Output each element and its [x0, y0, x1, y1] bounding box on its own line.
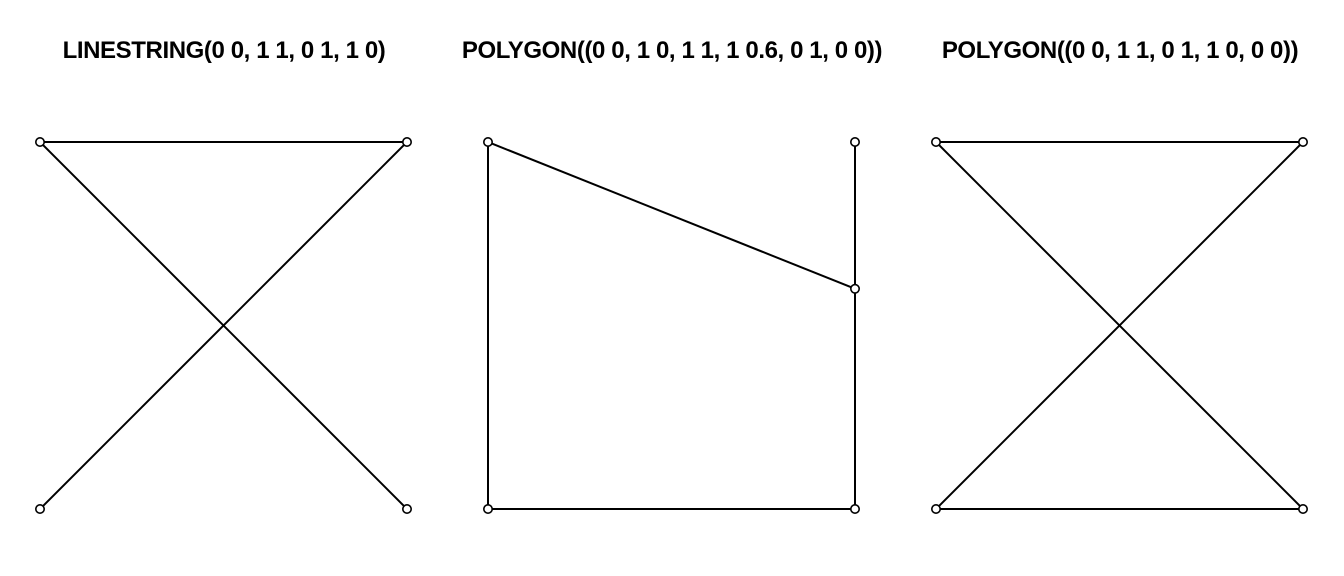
vertex-marker [849, 503, 860, 514]
geometry-panel-polygon-bowtie: POLYGON((0 0, 1 1, 0 1, 1 0, 0 0)) [896, 0, 1344, 576]
vertex-marker [849, 137, 860, 148]
geometry-panel-polygon-valid: POLYGON((0 0, 1 0, 1 1, 1 0.6, 0 1, 0 0)… [448, 0, 896, 576]
vertex-marker [401, 503, 412, 514]
vertex-marker [482, 137, 493, 148]
panel-title: LINESTRING(0 0, 1 1, 0 1, 1 0) [62, 37, 386, 64]
geometry-plot [34, 137, 412, 514]
geometry-edge [938, 144, 1301, 507]
vertex-marker [34, 503, 45, 514]
vertex-marker [930, 137, 941, 148]
geometry-edge [42, 144, 405, 507]
panel-title: POLYGON((0 0, 1 1, 0 1, 1 0, 0 0)) [941, 37, 1299, 64]
vertex-marker [482, 503, 493, 514]
geometry-edge [491, 142, 852, 289]
vertex-marker [849, 283, 860, 294]
vertex-marker [930, 503, 941, 514]
vertex-marker [401, 137, 412, 148]
vertex-marker [34, 137, 45, 148]
vertex-marker [1297, 137, 1308, 148]
geometry-panel-linestring: LINESTRING(0 0, 1 1, 0 1, 1 0) [0, 0, 448, 576]
geometry-plot [930, 137, 1308, 514]
panel-title: POLYGON((0 0, 1 0, 1 1, 1 0.6, 0 1, 0 0)… [461, 37, 883, 64]
vertex-marker [1297, 503, 1308, 514]
geometry-plot [482, 137, 860, 514]
